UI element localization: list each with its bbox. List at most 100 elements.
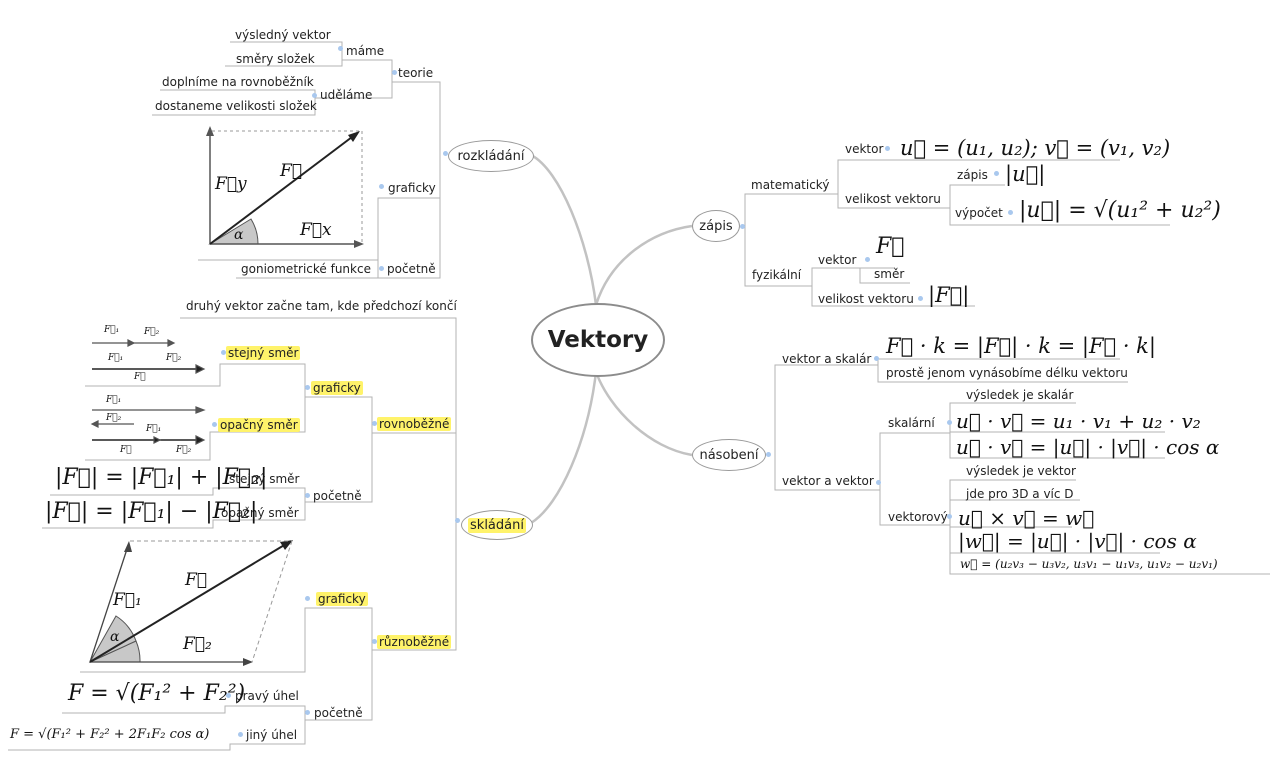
node-zapis[interactable]: zápis bbox=[692, 210, 740, 242]
root-node[interactable]: Vektory bbox=[531, 303, 665, 377]
node-rozkladani-label: rozkládání bbox=[457, 148, 525, 164]
node-nasobeni-label: násobení bbox=[699, 447, 759, 463]
para-label-alpha: α bbox=[110, 629, 120, 645]
topic-pocetne-rozk[interactable]: početně bbox=[387, 262, 436, 276]
topic-graficky-rovn[interactable]: graficky bbox=[311, 381, 363, 396]
eq-skalar: F⃗ · k = |F⃗| · k = |F⃗ · k| bbox=[886, 334, 1156, 358]
topic-vektor-a-vektor[interactable]: vektor a vektor bbox=[782, 474, 874, 488]
dot bbox=[379, 184, 384, 189]
dot bbox=[305, 710, 310, 715]
eq-cross1: u⃗ × v⃗ = w⃗ bbox=[958, 506, 1095, 530]
dot bbox=[1008, 210, 1013, 215]
topic-jiny-uhel[interactable]: jiný úhel bbox=[246, 728, 298, 742]
dot bbox=[392, 70, 397, 75]
topic-pravy-uhel[interactable]: pravý úhel bbox=[235, 689, 299, 703]
topic-udelame[interactable]: uděláme bbox=[320, 88, 373, 102]
eq-diff: |F⃗| = |F⃗₁| − |F⃗₂| bbox=[45, 499, 258, 524]
topic-vypocet[interactable]: výpočet bbox=[955, 206, 1003, 220]
label-Fy: F⃗y bbox=[215, 174, 247, 194]
topic-dostaneme[interactable]: dostaneme velikosti složek bbox=[155, 99, 317, 113]
topic-stejny-smer[interactable]: stejný směr bbox=[226, 346, 301, 361]
topic-matematicky[interactable]: matematický bbox=[751, 178, 830, 192]
topic-skalarni[interactable]: skalární bbox=[888, 416, 935, 430]
mini-F1-b: F⃗₁ bbox=[108, 353, 124, 363]
topic-druhy-vektor[interactable]: druhý vektor začne tam, kde předchozí ko… bbox=[186, 299, 457, 313]
topic-smer[interactable]: směr bbox=[874, 267, 905, 281]
node-nasobeni[interactable]: násobení bbox=[692, 439, 766, 471]
dot bbox=[372, 421, 377, 426]
topic-stejny-smer-2[interactable]: stejný směr bbox=[229, 472, 300, 486]
topic-vektor-a-skalar[interactable]: vektor a skalár bbox=[782, 352, 872, 366]
topic-mame[interactable]: máme bbox=[346, 44, 385, 58]
topic-opacny-smer[interactable]: opačný směr bbox=[218, 418, 300, 433]
curve-nasobeni bbox=[594, 371, 693, 457]
node-skladani[interactable]: skládání bbox=[461, 510, 533, 540]
parallelogram-diagram bbox=[88, 540, 293, 666]
curve-rozkladani bbox=[530, 153, 598, 306]
topic-pocetne-rovn[interactable]: početně bbox=[313, 489, 362, 503]
topic-velikost-vektoru[interactable]: velikost vektoru bbox=[845, 192, 941, 206]
topic-opacny-smer-label: opačný směr bbox=[218, 418, 300, 432]
topic-ruznobezne-label: různoběžné bbox=[377, 635, 452, 649]
dot bbox=[305, 385, 310, 390]
topic-vysledny-vektor[interactable]: výsledný vektor bbox=[235, 28, 331, 42]
dot bbox=[865, 257, 870, 262]
topic-rovnobezne-label: rovnoběžné bbox=[377, 417, 452, 431]
dot bbox=[305, 596, 310, 601]
dot bbox=[994, 171, 999, 176]
dot bbox=[443, 151, 448, 156]
topic-vysledek-vektor[interactable]: výsledek je vektor bbox=[966, 464, 1076, 478]
topic-stejny-smer-label: stejný směr bbox=[226, 346, 301, 360]
topic-jde-pro[interactable]: jde pro 3D a víc D bbox=[966, 487, 1074, 501]
topic-vektor[interactable]: vektor bbox=[845, 142, 884, 156]
eq-sum: |F⃗| = |F⃗₁| + |F⃗₂| bbox=[55, 465, 268, 490]
para-label-F: F⃗ bbox=[185, 570, 207, 590]
topic-rovnobezne[interactable]: rovnoběžné bbox=[377, 417, 452, 432]
topic-ruznobezne[interactable]: různoběžné bbox=[377, 635, 452, 650]
topic-graficky-ruzn[interactable]: graficky bbox=[316, 592, 368, 607]
topic-zapis-leaf[interactable]: zápis bbox=[957, 168, 988, 182]
dot bbox=[372, 639, 377, 644]
topic-pocetne-ruzn[interactable]: početně bbox=[314, 706, 363, 720]
topic-smery-slozek[interactable]: směry složek bbox=[236, 52, 315, 66]
topic-vektor-2[interactable]: vektor bbox=[818, 253, 857, 267]
topic-fyzikalni[interactable]: fyzikální bbox=[752, 268, 802, 282]
eq-dot1: u⃗ · v⃗ = u₁ · v₁ + u₂ · v₂ bbox=[956, 409, 1201, 433]
eq-absF: |F⃗| bbox=[928, 283, 970, 307]
dot bbox=[238, 732, 243, 737]
dot bbox=[885, 146, 890, 151]
dot bbox=[455, 518, 460, 523]
dot bbox=[874, 356, 879, 361]
mini-F2-d: F⃗₂ bbox=[176, 445, 192, 455]
dot bbox=[766, 452, 771, 457]
eq-dot2: u⃗ · v⃗ = |u⃗| · |v⃗| · cos α bbox=[956, 435, 1220, 459]
mini-F2-b: F⃗₂ bbox=[166, 353, 182, 363]
topic-vektorovy[interactable]: vektorový bbox=[888, 510, 948, 524]
label-Fx: F⃗x bbox=[300, 220, 332, 240]
dot bbox=[312, 93, 317, 98]
eq-cross2: |w⃗| = |u⃗| · |v⃗| · cos α bbox=[958, 529, 1197, 553]
topic-vysledek-skalar[interactable]: výsledek je skalár bbox=[966, 388, 1074, 402]
dot bbox=[338, 46, 343, 51]
topic-proste[interactable]: prostě jenom vynásobíme délku vektoru bbox=[886, 366, 1128, 380]
eq-vypocet: |u⃗| = √(u₁² + u₂²) bbox=[1019, 198, 1221, 223]
para-label-F2: F⃗₂ bbox=[183, 634, 212, 654]
topic-graficky-ruzn-label: graficky bbox=[316, 592, 368, 606]
decomposition-diagram bbox=[206, 126, 364, 248]
topic-teorie[interactable]: teorie bbox=[398, 66, 434, 80]
topic-graficky-rozk[interactable]: graficky bbox=[388, 181, 436, 195]
node-skladani-label: skládání bbox=[468, 517, 526, 533]
parallel-vectors-diagram bbox=[90, 339, 206, 445]
mini-F1-a: F⃗₁ bbox=[104, 325, 120, 335]
node-zapis-label: zápis bbox=[699, 218, 733, 234]
topic-doplnime[interactable]: doplníme na rovnoběžník bbox=[162, 75, 314, 89]
dot bbox=[876, 480, 881, 485]
topic-opacny-smer-2[interactable]: opačný směr bbox=[221, 506, 299, 520]
mini-F2-c: F⃗₂ bbox=[106, 413, 122, 423]
eq-cos: F = √(F₁² + F₂² + 2F₁F₂ cos α) bbox=[10, 727, 210, 742]
topic-velikost-vektoru-2[interactable]: velikost vektoru bbox=[818, 292, 914, 306]
topic-goniometricke[interactable]: goniometrické funkce bbox=[241, 262, 371, 276]
node-rozkladani[interactable]: rozkládání bbox=[448, 140, 534, 172]
